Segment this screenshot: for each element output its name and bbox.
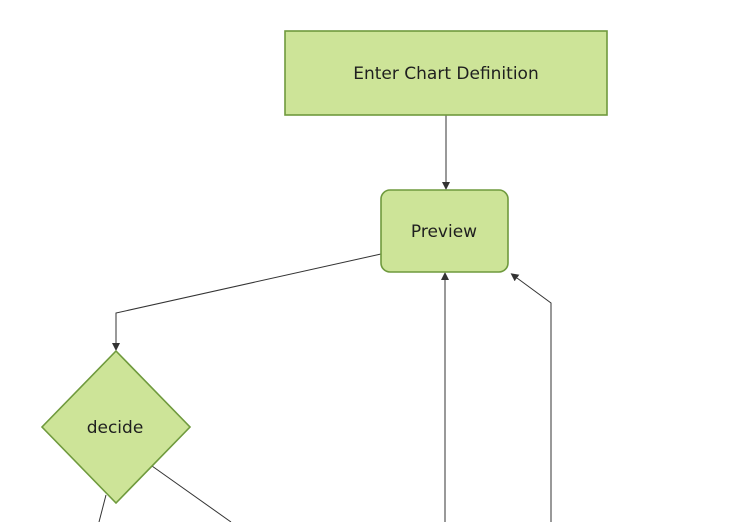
node-preview: Preview xyxy=(380,189,509,273)
node-decide: decide xyxy=(40,349,192,505)
edge-preview-to-decide xyxy=(112,253,382,351)
edge-return-to-preview-corner xyxy=(510,273,552,522)
edge-layer xyxy=(98,115,552,523)
node-preview-shape xyxy=(380,189,509,273)
node-preview-label: Preview xyxy=(411,222,477,242)
node-decide-shape xyxy=(40,349,192,505)
edge-decide-out-left xyxy=(98,494,107,523)
node-enter-chart-definition: Enter Chart Definition xyxy=(284,30,608,116)
node-decide-label: decide xyxy=(87,418,144,438)
edge-decide-out-right xyxy=(151,465,232,523)
node-enter-chart-definition-label: Enter Chart Definition xyxy=(353,64,538,84)
node-enter-chart-definition-shape xyxy=(284,30,608,116)
